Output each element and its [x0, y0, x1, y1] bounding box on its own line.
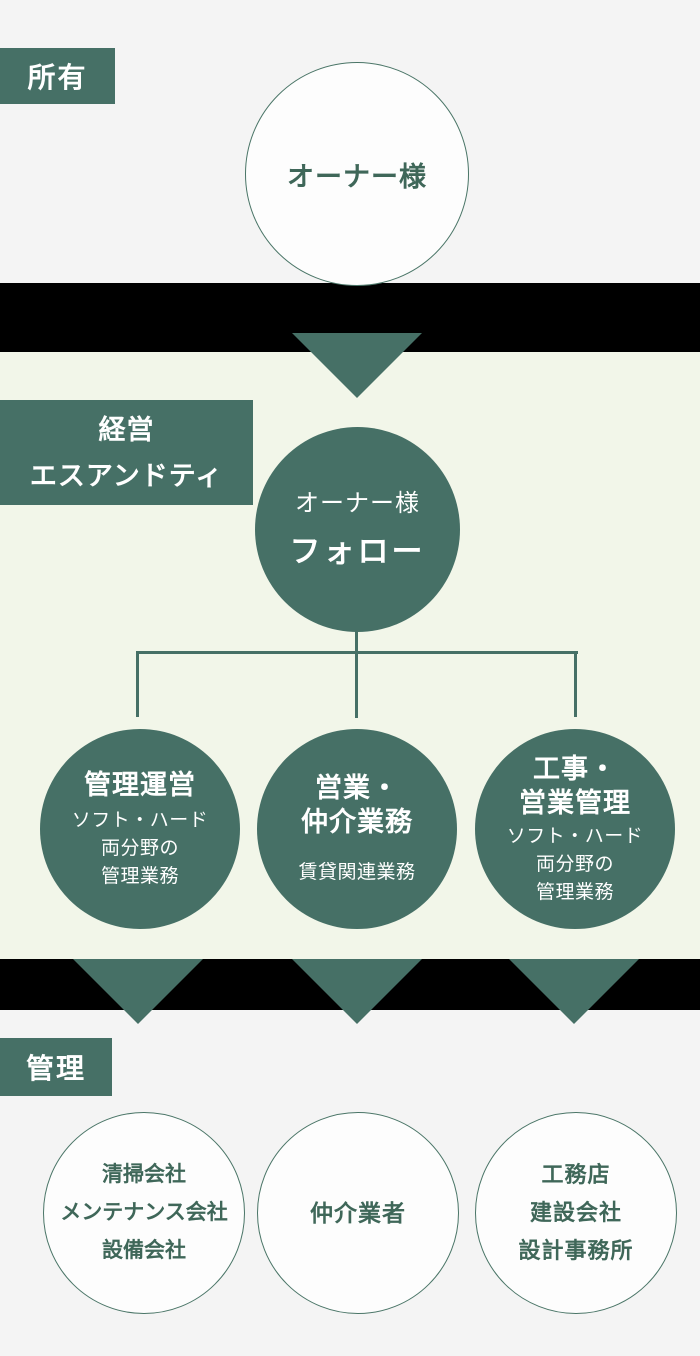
- branch-title: 管理運営: [84, 768, 196, 802]
- branch-title: 工事・ 営業管理: [519, 752, 631, 820]
- section-label-management-line2: エスアンドティ: [29, 460, 224, 491]
- branch-desc-line: ソフト・ハード: [506, 825, 644, 847]
- branch-desc: ソフト・ハード 両分野の 管理業務: [72, 807, 209, 891]
- partner-circle-maintenance-companies: 清掃会社 メンテナンス会社 設備会社: [43, 1112, 245, 1314]
- branch-desc-line: 両分野の: [535, 853, 614, 875]
- branch-circle-management-operation: 管理運営 ソフト・ハード 両分野の 管理業務: [40, 729, 240, 929]
- owner-follow-line2: フォロー: [289, 533, 426, 569]
- section-label-ownership-text: 所有: [27, 62, 88, 93]
- branch-title-line: 営業・: [315, 773, 399, 803]
- branch-circle-sales-brokerage: 営業・ 仲介業務 賃貸関連業務: [257, 729, 457, 929]
- branch-desc: ソフト・ハード 両分野の 管理業務: [507, 823, 644, 907]
- branch-desc-line: 賃貸関連業務: [298, 862, 416, 883]
- section-label-ownership: 所有: [0, 48, 115, 104]
- branch-circle-construction-sales: 工事・ 営業管理 ソフト・ハード 両分野の 管理業務: [475, 729, 675, 929]
- branch-desc-line: 管理業務: [100, 865, 179, 887]
- branch-desc: 賃貸関連業務: [298, 859, 415, 887]
- branch-desc-line: 管理業務: [535, 881, 614, 903]
- connector-line-right: [574, 651, 577, 717]
- branch-desc-line: 両分野の: [100, 837, 179, 859]
- connector-line-horizontal: [137, 651, 578, 654]
- branch-title-line: 工事・: [533, 753, 617, 784]
- branch-title-line: 仲介業務: [301, 807, 413, 837]
- section-label-partners-text: 管理: [25, 1053, 86, 1084]
- partner-line: メンテナンス会社: [60, 1201, 228, 1224]
- partner-circle-construction-firms: 工務店 建設会社 設計事務所: [475, 1112, 677, 1314]
- section-label-partners: 管理: [0, 1038, 112, 1096]
- branch-title: 営業・ 仲介業務: [301, 771, 413, 839]
- owner-follow-line1: オーナー様: [295, 489, 420, 517]
- partner-line: 建設会社: [529, 1200, 622, 1225]
- partner-circle-brokers: 仲介業者: [257, 1112, 459, 1314]
- connector-line-center: [355, 630, 358, 718]
- branch-title-line: 管理運営: [84, 769, 196, 800]
- partner-line: 仲介業者: [310, 1200, 406, 1226]
- owner-follow-circle: オーナー様 フォロー: [255, 427, 460, 632]
- partner-line: 工務店: [541, 1162, 611, 1187]
- connector-line-left: [136, 651, 139, 717]
- partner-line: 設計事務所: [518, 1238, 634, 1263]
- section-label-management: 経営 エスアンドティ: [0, 400, 253, 505]
- branch-desc-line: ソフト・ハード: [71, 809, 209, 831]
- flow-down-arrow-icon: [509, 959, 639, 1024]
- section-label-management-line1: 経営: [98, 414, 155, 445]
- owner-circle-text: オーナー様: [287, 161, 427, 192]
- owner-circle: オーナー様: [245, 62, 469, 286]
- partner-line: 清掃会社: [102, 1163, 186, 1186]
- branch-title-line: 営業管理: [519, 787, 631, 818]
- flow-down-arrow-icon: [73, 959, 203, 1024]
- partner-line: 設備会社: [102, 1239, 186, 1262]
- flow-down-arrow-icon: [292, 959, 422, 1024]
- flow-down-arrow-icon: [292, 333, 422, 398]
